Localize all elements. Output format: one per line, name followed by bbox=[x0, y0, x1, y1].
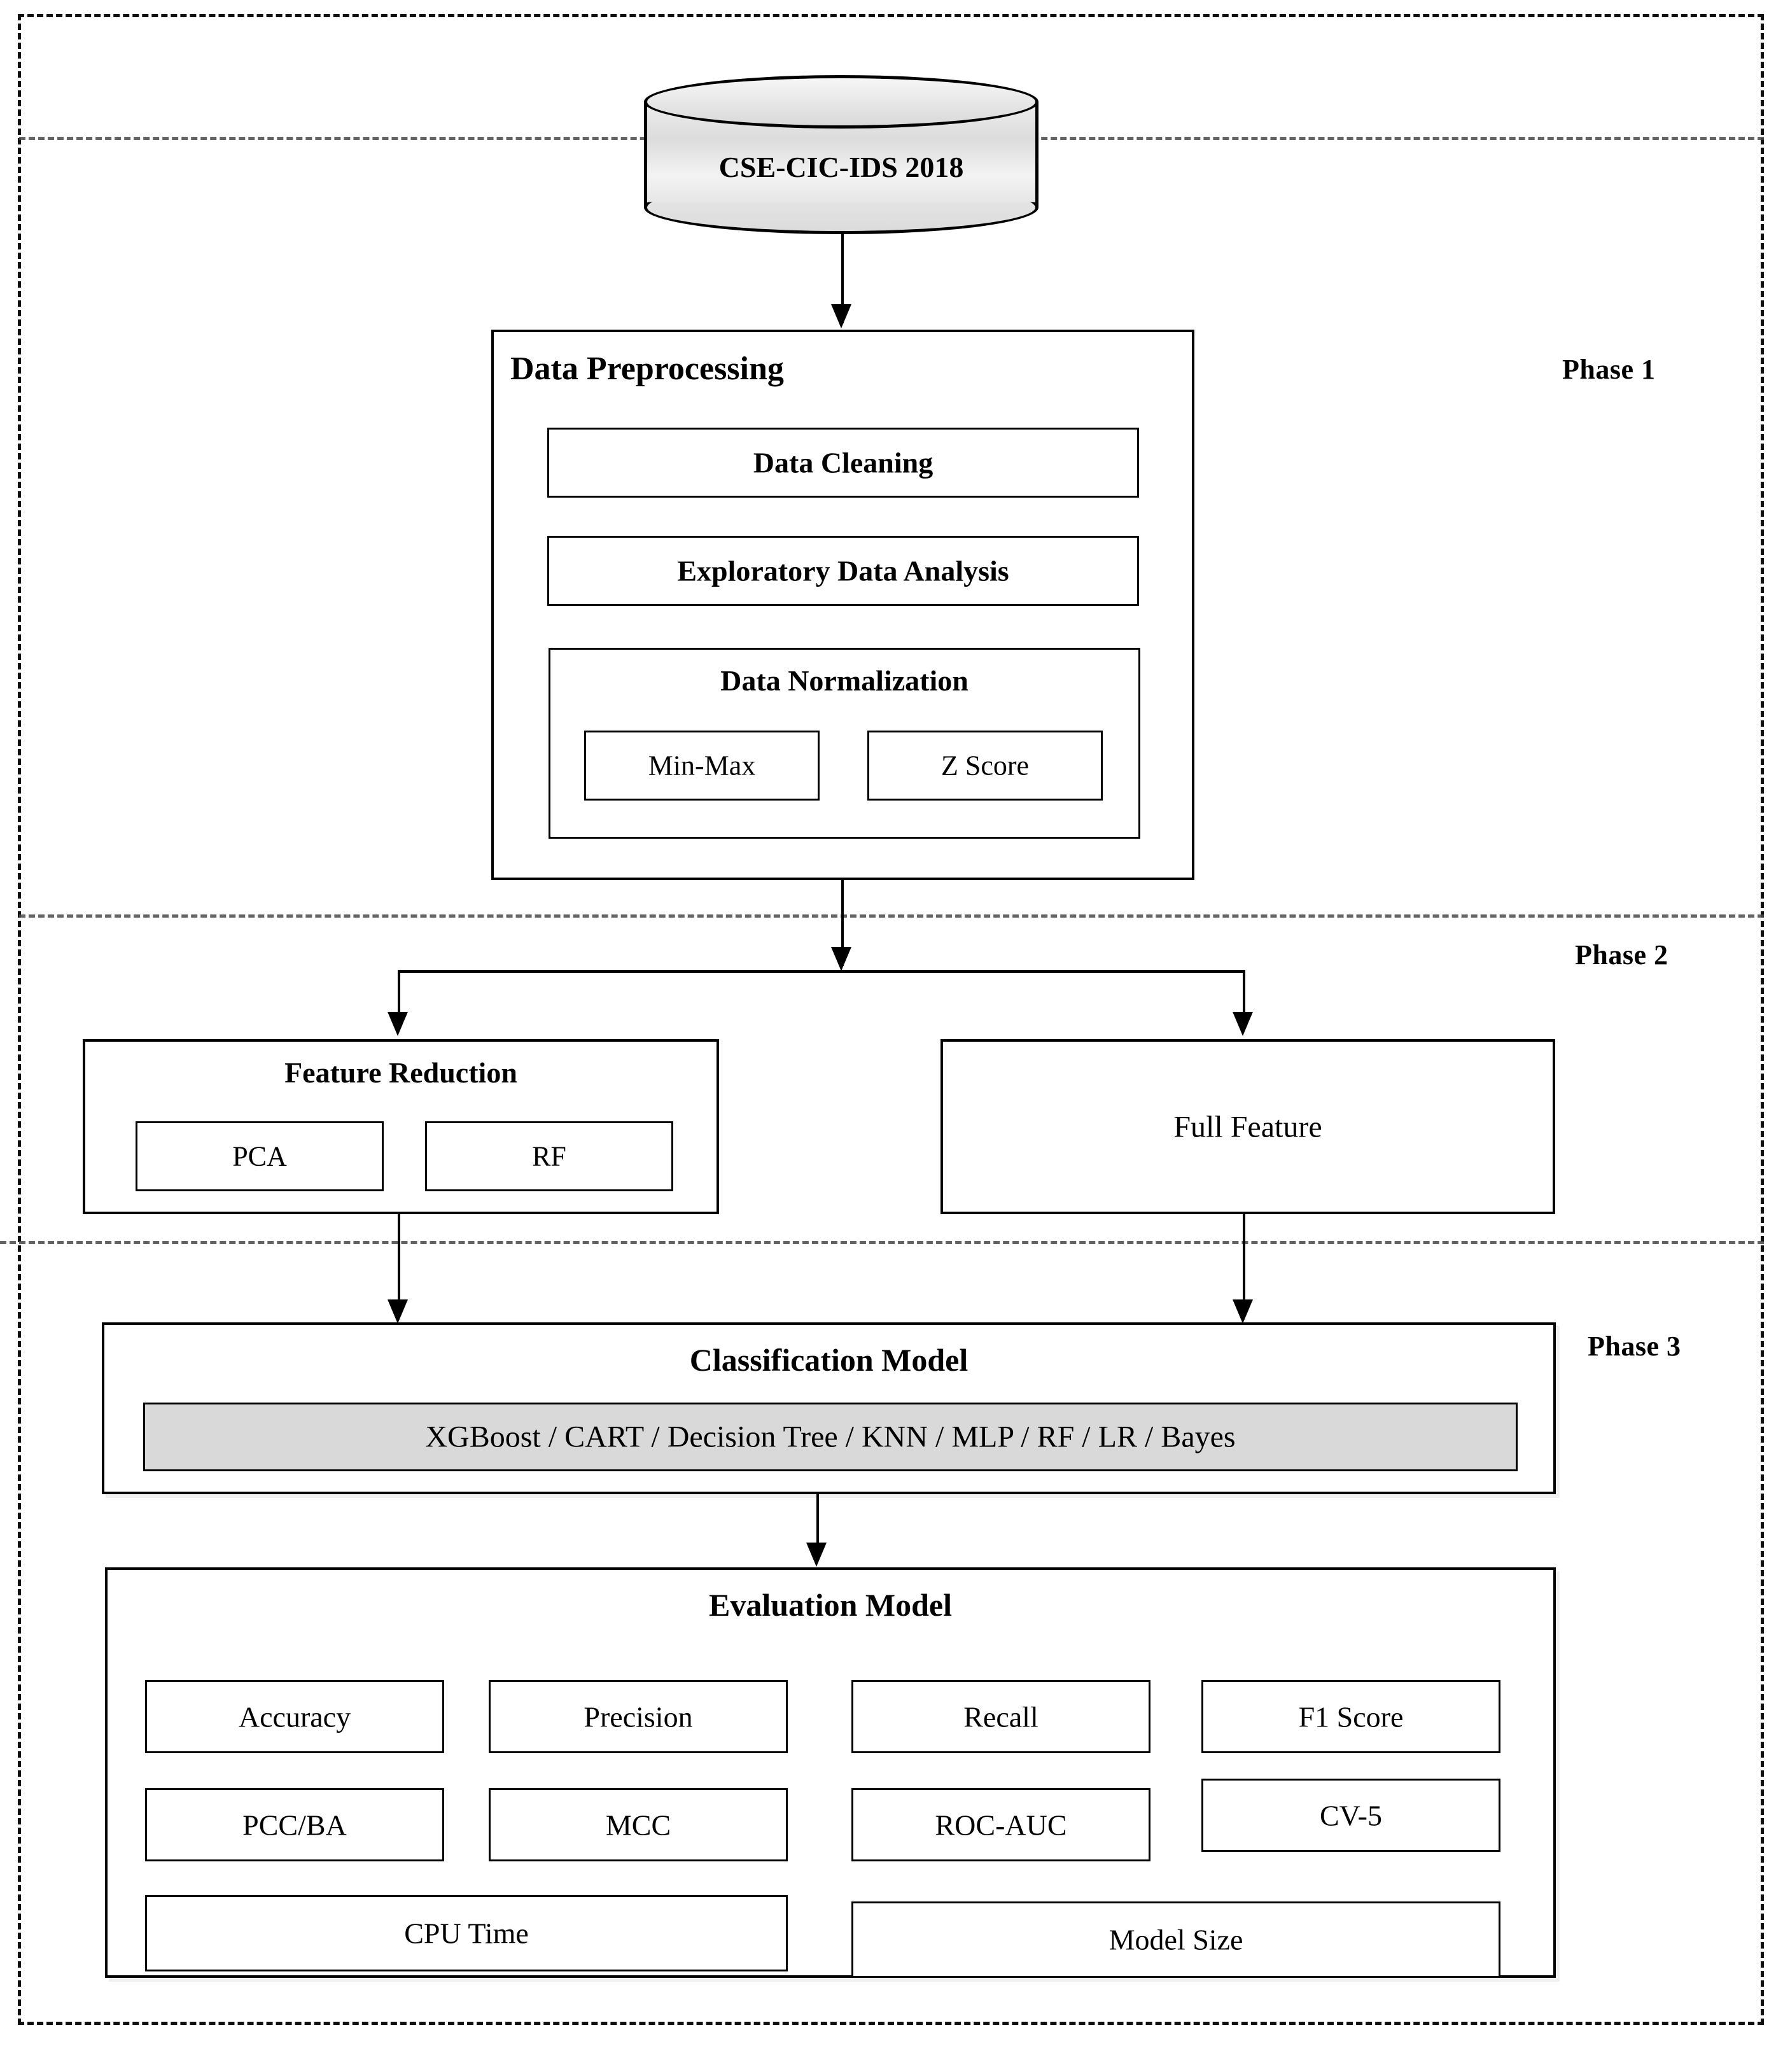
connector-to-feature-reduction bbox=[398, 970, 400, 1014]
metric-mcc-label: MCC bbox=[605, 1809, 671, 1841]
metric-cv-5-label: CV-5 bbox=[1320, 1799, 1382, 1831]
metric-recall-box: Recall bbox=[851, 1680, 1150, 1753]
rf-label: RF bbox=[532, 1140, 566, 1172]
dataset-cylinder: CSE-CIC-IDS 2018 bbox=[644, 75, 1038, 234]
min-max-label: Min-Max bbox=[648, 750, 756, 781]
classification-models-list: XGBoost / CART / Decision Tree / KNN / M… bbox=[143, 1403, 1518, 1471]
cylinder-top-ellipse bbox=[644, 75, 1038, 129]
data-normalization-title: Data Normalization bbox=[720, 664, 968, 697]
pca-label: PCA bbox=[232, 1140, 287, 1172]
metric-precision-label: Precision bbox=[584, 1700, 693, 1733]
phase-label-3: Phase 3 bbox=[1588, 1331, 1681, 1362]
data-cleaning-box: Data Cleaning bbox=[547, 428, 1139, 498]
metric-f1-score-box: F1 Score bbox=[1201, 1680, 1500, 1753]
metric-roc-auc-box: ROC-AUC bbox=[851, 1788, 1150, 1861]
metric-cpu-time-box: CPU Time bbox=[145, 1895, 788, 1971]
metric-cpu-time-label: CPU Time bbox=[404, 1917, 529, 1950]
metric-cv-5-box: CV-5 bbox=[1201, 1779, 1500, 1852]
full-feature-label: Full Feature bbox=[1173, 1110, 1322, 1144]
phase2-phase3-divider bbox=[0, 1241, 1764, 1244]
classification-model-title: Classification Model bbox=[689, 1342, 968, 1378]
exploratory-data-analysis-label: Exploratory Data Analysis bbox=[677, 554, 1009, 587]
classification-models-label: XGBoost / CART / Decision Tree / KNN / M… bbox=[425, 1420, 1236, 1454]
evaluation-model-title: Evaluation Model bbox=[709, 1587, 952, 1623]
data-preprocessing-title: Data Preprocessing bbox=[510, 351, 784, 387]
connector-classification-to-evaluation bbox=[816, 1494, 819, 1545]
data-cleaning-label: Data Cleaning bbox=[753, 446, 933, 479]
phase1-phase2-divider bbox=[19, 914, 1764, 918]
arrowhead-evaluation-in bbox=[806, 1543, 827, 1567]
full-feature-box: Full Feature bbox=[940, 1039, 1555, 1214]
feature-reduction-title: Feature Reduction bbox=[284, 1056, 517, 1089]
metric-pcc-ba-box: PCC/BA bbox=[145, 1788, 444, 1861]
arrowhead-full-feature-in bbox=[1233, 1012, 1253, 1036]
metric-accuracy-label: Accuracy bbox=[238, 1700, 351, 1733]
pca-box: PCA bbox=[136, 1121, 384, 1191]
dataset-label: CSE-CIC-IDS 2018 bbox=[718, 151, 964, 183]
connector-dataset-to-preprocessing bbox=[841, 233, 844, 323]
metric-pcc-ba-label: PCC/BA bbox=[242, 1809, 347, 1841]
metric-roc-auc-label: ROC-AUC bbox=[935, 1809, 1067, 1841]
arrowhead-feature-reduction-in bbox=[388, 1012, 408, 1036]
exploratory-data-analysis-box: Exploratory Data Analysis bbox=[547, 536, 1139, 606]
arrowhead-split-junction bbox=[831, 947, 851, 971]
metric-model-size-box: Model Size bbox=[851, 1901, 1500, 1978]
min-max-box: Min-Max bbox=[584, 731, 820, 801]
split-bar bbox=[398, 970, 1244, 973]
connector-to-full-feature bbox=[1243, 970, 1245, 1014]
arrowhead-classification-in-left bbox=[388, 1299, 408, 1324]
connector-feature-reduction-to-classification bbox=[398, 1214, 400, 1303]
metric-recall-label: Recall bbox=[963, 1700, 1038, 1733]
metric-accuracy-box: Accuracy bbox=[145, 1680, 444, 1753]
metric-f1-score-label: F1 Score bbox=[1298, 1700, 1404, 1733]
arrowhead-preprocessing-in bbox=[831, 304, 851, 328]
outer-dashed-frame bbox=[18, 14, 1764, 2025]
connector-full-feature-to-classification bbox=[1243, 1214, 1245, 1303]
phase-label-2: Phase 2 bbox=[1575, 939, 1668, 970]
metric-mcc-box: MCC bbox=[489, 1788, 788, 1861]
phase-label-1: Phase 1 bbox=[1562, 354, 1656, 385]
arrowhead-classification-in-right bbox=[1233, 1299, 1253, 1324]
z-score-box: Z Score bbox=[867, 731, 1103, 801]
metric-precision-box: Precision bbox=[489, 1680, 788, 1753]
rf-box: RF bbox=[425, 1121, 673, 1191]
z-score-label: Z Score bbox=[940, 750, 1030, 781]
metric-model-size-label: Model Size bbox=[1108, 1923, 1243, 1956]
connector-preprocessing-down bbox=[841, 880, 844, 966]
